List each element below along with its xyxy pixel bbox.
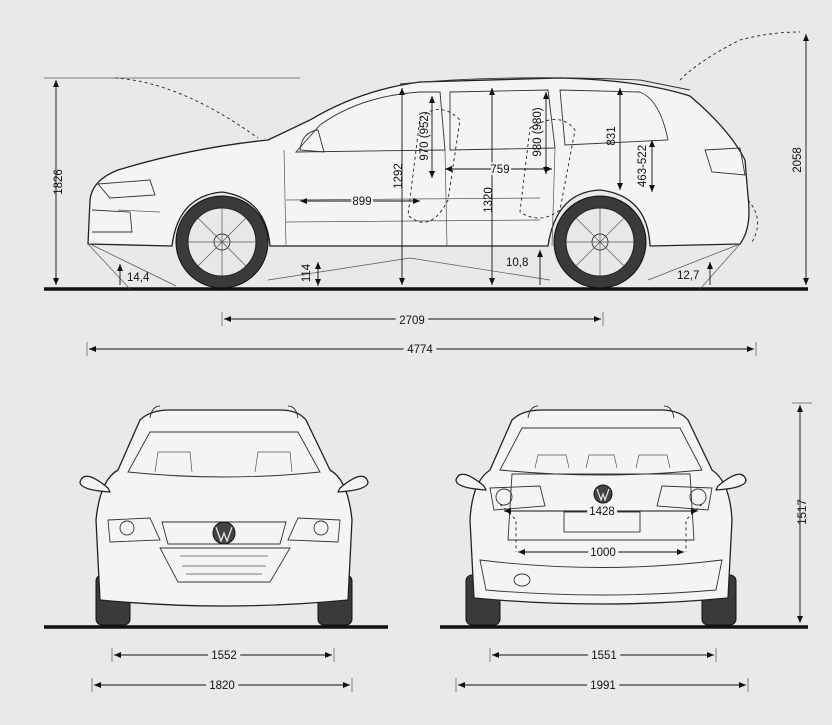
- front-grille: [161, 521, 287, 545]
- front-left-headlight: [107, 517, 161, 543]
- front-track-label: 1552: [211, 650, 237, 662]
- front-width-label: 1820: [209, 680, 235, 692]
- interior-height-label: 1292: [393, 163, 405, 189]
- rear-track-label: 1551: [591, 650, 617, 662]
- rear-right-taillight: [656, 485, 713, 511]
- loadsill-height-label: 463-522: [637, 145, 649, 187]
- headlight-side: [97, 179, 156, 199]
- rear-dimension-lines: 1428 1000 1551 1991 1517: [455, 402, 812, 696]
- load-opening-height-label: 831: [606, 126, 618, 145]
- height-total-label: 1826: [53, 169, 65, 195]
- rear-height-label: 1517: [797, 499, 809, 525]
- open-hood-outline: [114, 77, 259, 139]
- door-lines: [117, 147, 556, 247]
- taillight-side: [704, 147, 746, 176]
- side-mirror: [299, 129, 325, 153]
- rear-roof-rails: [527, 405, 675, 419]
- front-view: [44, 405, 388, 629]
- rear-bumper: [479, 559, 723, 596]
- exhaust-pipe: [513, 573, 531, 587]
- front-seats: [154, 451, 293, 473]
- front-windshield: [127, 431, 321, 478]
- front-lower-intake: [159, 547, 291, 583]
- side-dimension-lines: 1826 2058 14,4 114 1292 970 (952) 1320 9…: [44, 34, 809, 360]
- rear-left-mirror: [455, 473, 487, 491]
- rear-headroom-label: 980 (980): [532, 107, 544, 156]
- rear-width-label: 1991: [590, 680, 616, 692]
- front-seat-outline: [407, 109, 461, 223]
- roof-rail: [399, 77, 691, 91]
- approach-angle-label: 14,4: [127, 272, 150, 284]
- approach-angle-line: [87, 243, 177, 290]
- front-wheel-side: [175, 195, 269, 289]
- front-left-mirror: [79, 475, 111, 493]
- wheelbase-label: 2709: [399, 315, 425, 327]
- departure-angle-label: 12,7: [677, 270, 699, 282]
- rear-view: [440, 405, 808, 629]
- rear-left-taillight: [489, 485, 546, 511]
- ramp-angle-label: 10,8: [506, 257, 528, 269]
- front-right-mirror: [337, 475, 369, 493]
- length-label: 4774: [407, 344, 433, 356]
- rear-right-mirror: [715, 473, 747, 491]
- rear-wheel-side: [553, 195, 647, 289]
- departure-angle-line: [647, 243, 741, 290]
- rear-headrests: [534, 454, 671, 469]
- open-tailgate-outline: [679, 31, 801, 81]
- front-grille-side: [91, 209, 133, 233]
- side-view: [44, 31, 808, 291]
- front-legroom-label: 899: [352, 196, 371, 208]
- rear-legroom-label: 759: [490, 164, 509, 176]
- front-roof-rails: [149, 405, 299, 419]
- height-open-tailgate-label: 2058: [792, 147, 804, 173]
- ground-clearance-label: 114: [301, 263, 313, 282]
- rear-load-width-arches-label: 1000: [590, 547, 616, 559]
- load-height-label: 1320: [483, 187, 495, 213]
- rear-load-width-label: 1428: [589, 506, 615, 518]
- front-right-headlight: [287, 517, 341, 543]
- tailgate-outline: [507, 473, 695, 541]
- front-body: [95, 409, 353, 607]
- side-body: [87, 77, 750, 247]
- rear-body: [469, 409, 733, 605]
- front-headroom-label: 970 (952): [419, 111, 431, 160]
- front-dimension-lines: 1552 1820: [91, 646, 353, 696]
- rear-window: [499, 427, 703, 476]
